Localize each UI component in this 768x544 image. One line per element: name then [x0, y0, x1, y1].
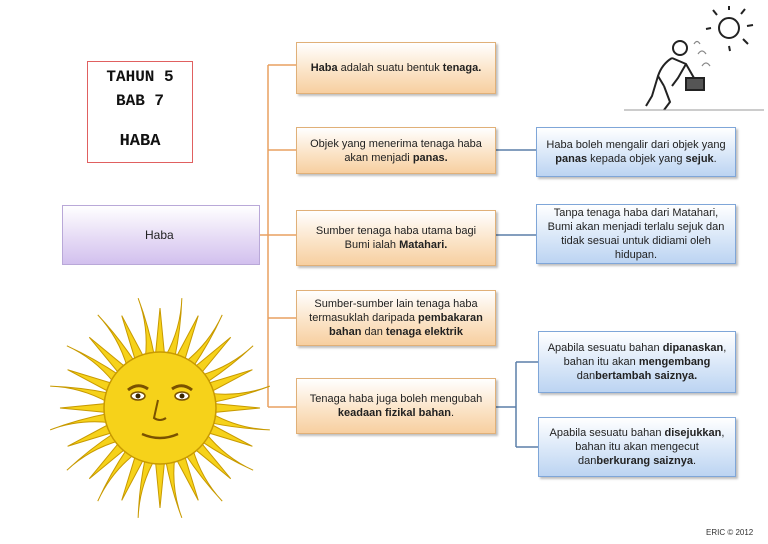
bold-text: disejukkan	[664, 427, 722, 439]
node-text: Apabila sesuatu bahan disejukkan, bahan …	[543, 426, 731, 468]
text: .	[451, 407, 455, 419]
bold-text: pembakaran bahan	[329, 312, 483, 338]
title-topic: HABA	[119, 132, 161, 151]
bold-text: panas.	[412, 151, 448, 164]
bold-text: bertambah saiznya.	[595, 370, 698, 382]
text: .	[713, 153, 717, 165]
sun-ray	[199, 432, 254, 471]
node-text: Sumber tenaga haba utama bagi Bumi ialah…	[303, 224, 489, 252]
node-text: Haba boleh mengalir dari objek yang pana…	[541, 138, 731, 166]
text: Apabila sesuatu bahan	[549, 427, 665, 439]
sun-ray	[137, 297, 156, 359]
text: kepada objek yang	[587, 153, 686, 165]
sun-ray	[164, 457, 183, 519]
text: Apabila sesuatu bahan	[547, 342, 663, 354]
node-text: Objek yang menerima tenaga haba akan men…	[303, 137, 489, 165]
text: Tenaga haba juga boleh mengubah	[309, 393, 483, 405]
branch-node-4: Sumber-sumber lain tenaga haba termasukl…	[296, 290, 496, 346]
sun-ray	[154, 459, 166, 509]
sun-ray	[184, 447, 223, 502]
text: Objek yang menerima tenaga haba akan men…	[310, 137, 482, 164]
text: Sumber tenaga haba utama bagi Bumi ialah	[315, 225, 477, 251]
sun-ray	[49, 412, 111, 431]
sun-face-illustration	[49, 297, 271, 519]
text: adalah suatu bentuk	[337, 62, 443, 74]
sun-ray	[184, 314, 223, 369]
bold-text: keadaan fizikal bahan	[337, 407, 452, 419]
node-text: Tanpa tenaga haba dari Matahari, Bumi ak…	[541, 206, 731, 262]
text: dan	[576, 370, 596, 382]
node-text: Sumber-sumber lain tenaga haba termasukl…	[303, 297, 489, 339]
sun-ray	[199, 345, 254, 384]
node-text: Haba adalah suatu bentuk tenaga.	[303, 61, 489, 75]
bold-text: sejuk	[685, 153, 714, 165]
bold-text: tenaga elektrik	[385, 326, 463, 338]
sun-ray	[59, 402, 109, 414]
detail-node-heat-flow: Haba boleh mengalir dari objek yang pana…	[536, 127, 736, 177]
root-label: Haba	[145, 228, 174, 242]
root-node-haba: Haba	[62, 205, 260, 265]
sun-ray	[66, 345, 121, 384]
text: , bahan itu akan	[563, 342, 727, 368]
sun-ray	[97, 314, 136, 369]
sun-ray	[211, 402, 261, 414]
bold-text: Matahari.	[399, 239, 448, 251]
sun-ray	[209, 412, 270, 431]
text: Sumber-sumber lain tenaga haba termasukl…	[309, 298, 478, 324]
bold-text: tenaga.	[442, 62, 482, 74]
sun-ray	[50, 385, 111, 404]
node-text: Apabila sesuatu bahan dipanaskan, bahan …	[543, 341, 731, 383]
branch-node-1: Haba adalah suatu bentuk tenaga.	[296, 42, 496, 94]
sun-ray	[164, 298, 183, 359]
bold-text: dipanaskan	[662, 342, 724, 354]
text: Tanpa tenaga haba dari Matahari, Bumi ak…	[547, 207, 725, 261]
sun-ray	[209, 385, 271, 404]
title-chapter: BAB 7	[115, 92, 164, 110]
footer-credit: ERIC © 2012	[706, 528, 754, 537]
text: dan	[361, 326, 386, 338]
title-year: TAHUN 5	[106, 68, 174, 86]
detail-node-no-sun: Tanpa tenaga haba dari Matahari, Bumi ak…	[536, 204, 736, 264]
branch-node-3: Sumber tenaga haba utama bagi Bumi ialah…	[296, 210, 496, 266]
bold-text: Haba	[310, 62, 338, 74]
sun-ray	[154, 307, 166, 357]
node-text: Tenaga haba juga boleh mengubah keadaan …	[303, 392, 489, 420]
text: .	[692, 455, 696, 467]
sun-ray	[97, 447, 136, 502]
sun-ray	[137, 457, 156, 518]
bold-text: mengembang	[638, 356, 711, 368]
title-box: TAHUN 5 BAB 7 HABA	[87, 61, 193, 163]
text: , bahan itu akan mengecut dan	[575, 427, 725, 467]
sun-ray	[66, 432, 121, 471]
branch-node-5: Tenaga haba juga boleh mengubah keadaan …	[296, 378, 496, 434]
detail-node-heated: Apabila sesuatu bahan dipanaskan, bahan …	[538, 331, 736, 393]
branch-node-2: Objek yang menerima tenaga haba akan men…	[296, 127, 496, 174]
bold-text: berkurang saiznya	[596, 455, 693, 467]
bold-text: panas	[555, 153, 588, 165]
worker-in-sun-illustration	[624, 6, 764, 111]
text: Haba boleh mengalir dari objek yang	[546, 139, 726, 151]
detail-node-cooled: Apabila sesuatu bahan disejukkan, bahan …	[538, 417, 736, 477]
